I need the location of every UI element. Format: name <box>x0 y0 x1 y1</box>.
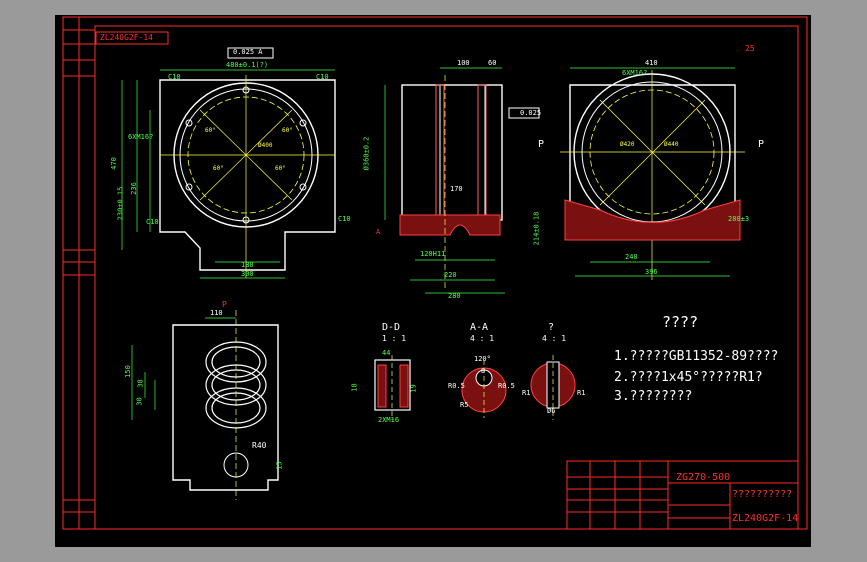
side-dim-100: 100 <box>457 59 470 67</box>
side-tolerance: 0.025 <box>520 109 542 117</box>
section-dd-dim-m16: 2XM16 <box>378 416 400 424</box>
section-aa-r05-right: R0.5 <box>498 382 515 390</box>
front-chamfer-1: C10 <box>168 73 181 81</box>
roughness-mark: 25 <box>745 44 755 53</box>
right-side-dim-214: 214±0.18 <box>532 211 541 246</box>
front-chamfer-4: C10 <box>338 215 351 223</box>
section-q-r1-right: R1 <box>577 389 586 397</box>
section-aa-view <box>461 360 507 418</box>
front-chamfer-3: C10 <box>146 218 159 226</box>
side-dia-360: Ø360±0.2 <box>362 136 371 171</box>
section-dd-dim-18: 18 <box>350 383 359 392</box>
front-flatness-frame: 0.025 A <box>233 48 263 56</box>
left-margin-strip <box>63 17 95 529</box>
front-chamfer-2: C10 <box>316 73 329 81</box>
section-dd-scale: 1 : 1 <box>382 334 407 343</box>
bl-dim-150: 150 <box>123 365 132 378</box>
bl-dim-30: 30 <box>135 397 144 406</box>
section-aa-r5: R5 <box>460 401 469 409</box>
section-aa-r05-left: R0.5 <box>448 382 465 390</box>
section-aa-dim-8: 8 <box>481 367 486 375</box>
front-dim-236: 236 <box>129 182 138 195</box>
right-dia-440: Ø440 <box>664 141 679 148</box>
right-dia-420: Ø420 <box>620 141 635 148</box>
front-angle-2: 60° <box>282 127 293 134</box>
note-line-2: 2.????1x45°?????R1? <box>614 370 763 385</box>
title-block <box>566 460 799 530</box>
section-dd-dim-19: 19 <box>409 384 418 393</box>
bl-dim-38: 38 <box>136 379 145 388</box>
side-dim-120h11: 120H11 <box>420 250 446 258</box>
code-box-top-left <box>95 31 169 45</box>
note-line-3: 3.???????? <box>614 389 693 404</box>
front-dim-230: 230±0.15 <box>116 186 125 221</box>
section-q-r1-left: R1 <box>522 389 531 397</box>
front-bottom-dim-300: 300 <box>241 270 254 278</box>
front-view <box>121 47 336 279</box>
section-q-title: ? <box>548 322 555 333</box>
front-datum-a: A <box>376 228 381 236</box>
front-angle-4: 60° <box>275 165 286 172</box>
section-aa-scale: 4 : 1 <box>470 334 495 343</box>
right-hole-note: 6XM16? <box>622 69 648 77</box>
right-dim-410: 410 <box>645 59 658 67</box>
front-angle-3: 60° <box>213 165 224 172</box>
front-dia-400: Ø400 <box>258 142 273 149</box>
right-section-p-left: P <box>538 139 545 150</box>
inner-frame <box>94 25 799 530</box>
notes-title: ???? <box>662 313 699 331</box>
title-material: ZG270-500 <box>676 472 731 483</box>
title-part-name: ?????????? <box>732 489 793 500</box>
side-inner-170: 170 <box>450 185 463 193</box>
section-aa-angle: 120° <box>474 355 491 363</box>
side-view <box>384 67 540 294</box>
front-dim-470: 470 <box>109 157 118 170</box>
bl-dim-110: 110 <box>210 309 223 317</box>
section-dd-dim-44: 44 <box>382 349 391 357</box>
section-q-dia6: Ø6 <box>547 407 556 415</box>
front-hole-note: 6XM16? <box>128 133 154 141</box>
section-aa-title: A-A <box>470 322 489 333</box>
side-dim-280: 280 <box>448 292 461 300</box>
right-dim-240: 240 <box>625 253 638 261</box>
right-dim-396: 396 <box>645 268 658 276</box>
right-side-dim-280: 280±3 <box>728 215 750 223</box>
drawing-canvas <box>55 15 811 547</box>
front-top-dim: 480±0.1(?) <box>226 61 269 69</box>
front-angle-1: 60° <box>205 127 216 134</box>
side-dim-220: 220 <box>444 271 457 279</box>
front-bottom-dim-180: 180 <box>241 261 254 269</box>
code-box-text: ZL240G2F-14 <box>100 33 153 42</box>
section-dd-title: D-D <box>382 322 401 333</box>
note-line-1: 1.?????GB11352-89???? <box>614 349 779 364</box>
bl-radius-r40: R40 <box>252 441 267 450</box>
section-q-view <box>530 355 576 420</box>
section-dd-view <box>374 355 411 420</box>
title-drawing-number: ZL240G2F-14 <box>732 513 799 524</box>
bl-dim-15: 15 <box>275 461 284 470</box>
section-q-scale: 4 : 1 <box>542 334 567 343</box>
bottom-left-view <box>131 310 279 500</box>
right-section-p-right: P <box>758 139 765 150</box>
side-dim-60: 60 <box>488 59 497 67</box>
right-view <box>560 67 745 280</box>
bl-label-p: P <box>222 300 227 309</box>
